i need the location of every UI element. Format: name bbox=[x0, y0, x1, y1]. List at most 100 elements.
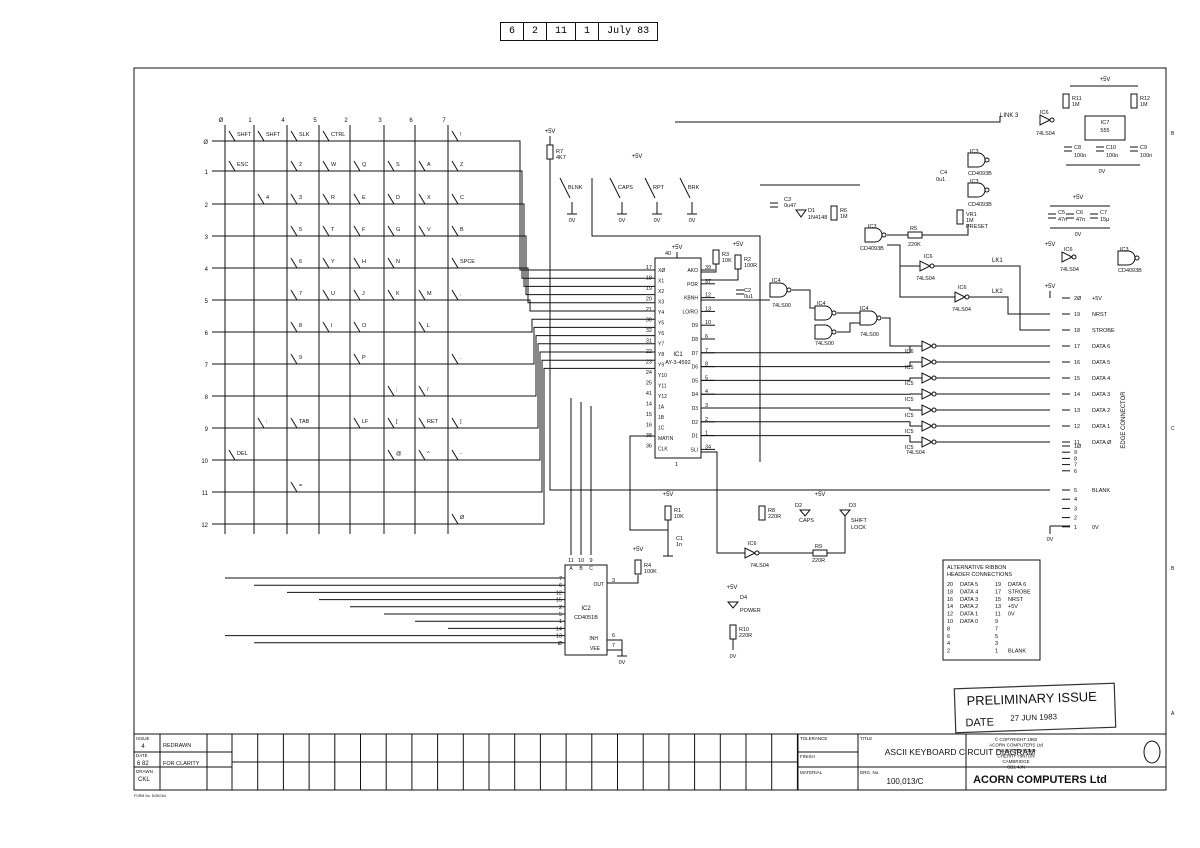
form-number: FORM No. D/26/164 bbox=[134, 794, 166, 798]
table-cell: 8 bbox=[947, 626, 950, 632]
ic4-nand bbox=[814, 305, 833, 321]
edge-pin-label: STROBE bbox=[1092, 328, 1115, 334]
pin-number: 6 bbox=[559, 583, 562, 589]
key-switch bbox=[451, 225, 459, 237]
key-switch bbox=[228, 449, 236, 461]
key-label: Q bbox=[362, 162, 367, 168]
ic4-nand bbox=[814, 324, 833, 340]
copyright-line: CAMBRIDGE bbox=[1002, 759, 1029, 764]
nand-bubble bbox=[984, 187, 990, 193]
component-value: 1M bbox=[840, 214, 848, 220]
pin-number: 1 bbox=[705, 431, 708, 437]
table-cell: 1 bbox=[995, 649, 998, 655]
pin-label: Y6 bbox=[658, 331, 664, 337]
wire bbox=[837, 322, 860, 333]
key-switch bbox=[387, 160, 395, 172]
component-value: 100n bbox=[1140, 153, 1152, 159]
gate-name: IC5 bbox=[905, 381, 914, 387]
pin-label: KBNH bbox=[684, 296, 698, 302]
ic4-nand bbox=[769, 282, 788, 298]
table-cell: 6 bbox=[947, 634, 950, 640]
key-label: S bbox=[396, 162, 400, 168]
zone-letter: B bbox=[1171, 566, 1175, 572]
ground-label: 0V bbox=[569, 218, 576, 224]
key-switch bbox=[387, 193, 395, 205]
ground-label: 0V bbox=[730, 654, 737, 660]
wire bbox=[887, 244, 920, 267]
row-label: 11 bbox=[202, 491, 209, 497]
field-value: 6 82 bbox=[137, 761, 149, 767]
edge-pin-number: 4 bbox=[1074, 497, 1077, 503]
key-switch bbox=[451, 160, 459, 172]
edge-pin-label: NRST bbox=[1092, 312, 1108, 318]
edge-pin-number: 2Ø bbox=[1074, 296, 1082, 302]
switch-label: BRK bbox=[688, 185, 700, 191]
nand-bubble bbox=[786, 287, 792, 293]
key-label: M bbox=[427, 291, 432, 297]
component-r12 bbox=[1130, 93, 1138, 109]
vcc-label: +5V bbox=[1100, 77, 1111, 83]
key-label: CTRL bbox=[331, 132, 345, 138]
switch-label: BLNK bbox=[568, 185, 583, 191]
table-cell: 20 bbox=[947, 582, 953, 588]
matrix-to-ic1 bbox=[505, 140, 655, 271]
key-label: 2 bbox=[299, 162, 302, 168]
pin-label: OUT bbox=[593, 582, 604, 588]
acorn-logo bbox=[1143, 740, 1161, 764]
edge-pin-number: 6 bbox=[1074, 469, 1077, 475]
pin-label: Y5 bbox=[658, 321, 664, 327]
column-label: 4 bbox=[281, 118, 285, 124]
key-label: R bbox=[331, 195, 335, 201]
component-id: R12 bbox=[1140, 96, 1150, 102]
edge-pin-label: DATA 5 bbox=[1092, 360, 1110, 366]
key-switch bbox=[451, 449, 459, 461]
drawing-title: ASCII KEYBOARD CIRCUIT DIAGRAM bbox=[885, 747, 1036, 757]
edge-pin-number: 8 bbox=[1074, 456, 1077, 462]
vcc-label: +5V bbox=[633, 547, 644, 553]
component-value: 555 bbox=[1100, 128, 1109, 134]
nand-bubble bbox=[881, 232, 887, 238]
key-switch bbox=[322, 193, 330, 205]
key-label: SPCE bbox=[460, 259, 475, 265]
edge-title: EDGE CONNECTOR bbox=[1121, 391, 1127, 449]
component-value: SHIFT bbox=[851, 518, 868, 524]
key-label: 7 bbox=[299, 291, 302, 297]
wire bbox=[899, 266, 955, 298]
pin-number: 34 bbox=[705, 444, 711, 450]
pin-label: X1 bbox=[658, 279, 664, 285]
key-switch bbox=[353, 417, 361, 429]
key-switch bbox=[387, 225, 395, 237]
component-r3 bbox=[712, 249, 720, 265]
pin-label: D3 bbox=[692, 406, 699, 412]
ic3-nand bbox=[864, 227, 883, 243]
key-switch bbox=[322, 257, 330, 269]
key-switch bbox=[418, 225, 426, 237]
component-r2 bbox=[734, 254, 742, 270]
component-r11 bbox=[1062, 93, 1070, 109]
key-label: SHFT bbox=[266, 132, 281, 138]
gate-name: IC3 bbox=[868, 224, 877, 230]
gate-name: IC6 bbox=[924, 254, 933, 260]
component-id: R6 bbox=[840, 208, 847, 214]
wire bbox=[934, 265, 1050, 331]
field-label: DRG. No. bbox=[860, 770, 880, 775]
table-cell: DATA 1 bbox=[960, 612, 978, 618]
wire bbox=[882, 317, 1050, 347]
ref-cell: July 83 bbox=[607, 26, 650, 37]
link3-wire bbox=[675, 116, 1001, 123]
key-label: Z bbox=[460, 162, 464, 168]
component-id: R10 bbox=[739, 627, 749, 633]
key-label: - bbox=[460, 451, 462, 457]
ref-cell: 1 bbox=[576, 23, 600, 40]
wire bbox=[607, 639, 623, 656]
edge-pin-label: DATA 4 bbox=[1092, 376, 1110, 382]
resistor-r5 bbox=[907, 231, 923, 239]
pin-number: 32 bbox=[646, 328, 652, 334]
led-d3 bbox=[838, 509, 852, 517]
pin-number: 12 bbox=[705, 293, 711, 299]
key-switch bbox=[290, 321, 298, 333]
row-label: 5 bbox=[205, 299, 209, 305]
key-switch bbox=[228, 130, 236, 142]
component-id: R2 bbox=[744, 257, 751, 263]
